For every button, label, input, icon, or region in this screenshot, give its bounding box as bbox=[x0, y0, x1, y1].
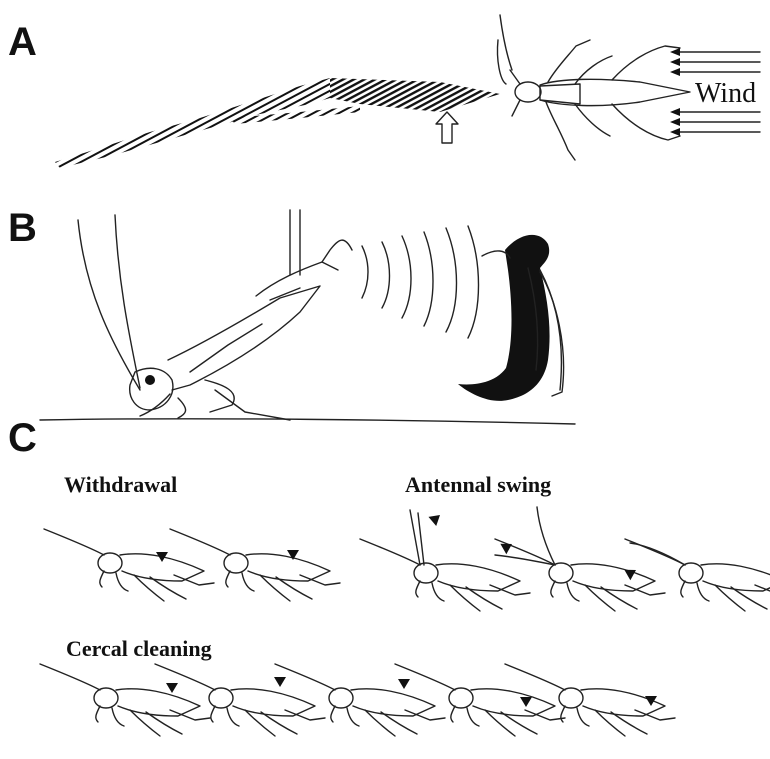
arrowhead-icon bbox=[520, 697, 532, 707]
withdrawal-sequence bbox=[44, 529, 340, 601]
cricket-frame bbox=[360, 510, 530, 611]
cricket-frame bbox=[155, 664, 325, 736]
cricket-frame bbox=[40, 664, 210, 736]
cricket-frame bbox=[625, 539, 770, 611]
arrowhead-icon bbox=[398, 679, 410, 689]
cricket-frame bbox=[170, 529, 340, 601]
cricket-frame bbox=[44, 529, 214, 601]
cercal-cleaning-sequence bbox=[40, 664, 675, 736]
arrowhead-icon bbox=[428, 510, 443, 526]
arrowhead-icon bbox=[624, 565, 639, 580]
antennal-swing-sequence bbox=[360, 507, 770, 611]
cricket-frame bbox=[495, 507, 665, 611]
arrowhead-icon bbox=[166, 683, 178, 693]
arrowhead-icon bbox=[274, 677, 286, 687]
